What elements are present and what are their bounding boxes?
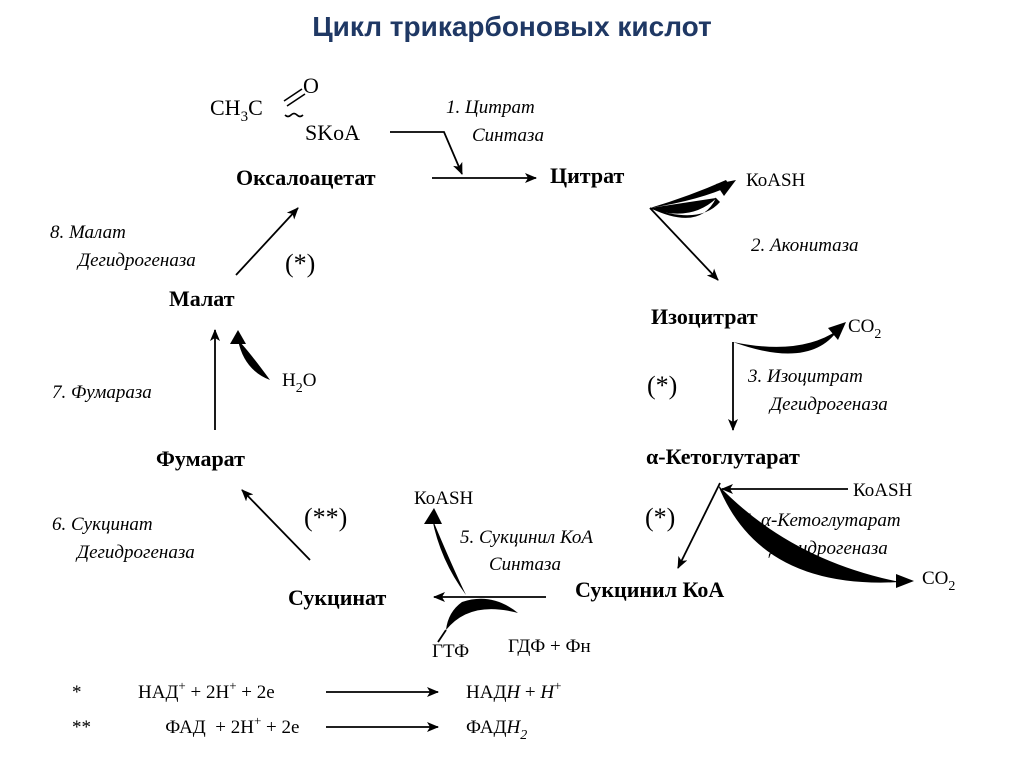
enzyme-1-line2: Синтаза: [472, 125, 544, 146]
label-co2-2: CO2: [922, 568, 955, 594]
svg-text:CH3C: CH3C: [210, 95, 263, 125]
arrow-malate-oxaloacetate: [235, 207, 299, 276]
metabolite-succinate: Сукцинат: [288, 585, 386, 610]
label-h2o: H2O: [282, 370, 316, 396]
enzyme-6-line2: Дегидрогеназа: [75, 542, 195, 563]
mark-succinate-dh: (**): [304, 503, 347, 532]
enzyme-3: 3. Изоцитрат Дегидрогеназа: [747, 366, 888, 415]
label-gdp: ГДФ + Фн: [508, 636, 591, 657]
enzyme-5-line1: 5. Сукцинил КоА: [460, 527, 593, 548]
arrow-citrate-isocitrate: [649, 207, 719, 281]
legend-row-fad: ** ФАД + 2H+ + 2e ФАДH2: [72, 713, 527, 743]
metabolite-succinyl-coa: Сукцинил КоА: [575, 577, 724, 602]
enzyme-3-line1: 3. Изоцитрат: [747, 366, 863, 387]
enzyme-2-line1: 2. Аконитаза: [751, 235, 859, 256]
enzyme-7-line1: 7. Фумараза: [52, 382, 152, 403]
enzyme-8: 8. Малат Дегидрогеназа: [50, 222, 196, 271]
enzyme-6-line1: 6. Сукцинат: [52, 514, 153, 535]
label-gtp: ГТФ: [432, 641, 469, 662]
metabolite-alpha-ketoglutarate: α-Кетоглутарат: [646, 444, 800, 469]
legend-left-2: ФАД + 2H+ + 2e: [132, 713, 323, 738]
metabolite-malate: Малат: [169, 286, 235, 311]
arrow-ketoglutarate-succinylcoa: [677, 482, 721, 569]
page-title: Цикл трикарбоновых кислот: [312, 11, 712, 42]
enzyme-7: 7. Фумараза: [52, 382, 152, 403]
legend-right-1: НАДH + H+: [466, 678, 561, 703]
side-reactions: [230, 180, 914, 643]
enzyme-4: 4. α-Кетоглутарат Дегидрогеназа: [742, 510, 901, 559]
enzyme-1-line1: 1. Цитрат: [446, 97, 535, 118]
label-co2-1: CO2: [848, 316, 881, 342]
acetyl-ch: CH: [210, 95, 241, 120]
acetyl-o: O: [303, 73, 319, 98]
legend-row-nad: * НАД+ + 2H+ + 2e НАДH + H+: [72, 678, 561, 703]
label-koash-2: КоASH: [853, 480, 913, 501]
legend-mark-1: *: [72, 682, 82, 703]
crescent-h2o: [238, 340, 270, 380]
metabolite-citrate: Цитрат: [550, 163, 625, 188]
enzyme-3-line2: Дегидрогеназа: [768, 394, 888, 415]
acetyl-coa-structure: CH3C O SKoA: [210, 73, 463, 175]
metabolite-isocitrate: Изоцитрат: [651, 304, 758, 329]
enzyme-5-line2: Синтаза: [489, 554, 561, 575]
crescent-koash-1: [650, 180, 730, 218]
label-koash-1: КоASH: [746, 170, 806, 191]
enzyme-5: 5. Сукцинил КоА Синтаза: [460, 527, 593, 575]
crescent-co2-2: [718, 485, 900, 583]
legend-left-1: НАД+ + 2H+ + 2e: [138, 678, 275, 703]
enzyme-8-line1: 8. Малат: [50, 222, 126, 243]
acetyl-c: C: [248, 95, 263, 120]
mark-isocitrate-dh: (*): [647, 371, 677, 400]
enzyme-1: 1. Цитрат Синтаза: [446, 97, 544, 146]
acetyl-skoa: SKoA: [305, 120, 360, 145]
metabolite-fumarate: Фумарат: [156, 446, 245, 471]
label-koash-3: КоASH: [414, 488, 474, 509]
arrow-succinate-fumarate: [241, 489, 311, 561]
mark-malate-dh: (*): [285, 249, 315, 278]
mark-ketoglutarate-dh: (*): [645, 503, 675, 532]
enzyme-2: 2. Аконитаза: [751, 235, 859, 256]
enzyme-4-line1: 4. α-Кетоглутарат: [742, 510, 901, 531]
legend-right-2: ФАДH2: [466, 717, 527, 743]
crescent-co2-1: [733, 330, 838, 354]
legend-mark-2: **: [72, 717, 91, 738]
cycle-arrows: [210, 173, 738, 602]
crescent-gdp-gtp: [446, 598, 518, 630]
enzyme-8-line2: Дегидрогеназа: [76, 250, 196, 271]
acetyl-sub3: 3: [241, 109, 249, 125]
enzyme-6: 6. Сукцинат Дегидрогеназа: [52, 514, 195, 563]
metabolite-oxaloacetate: Оксалоацетат: [236, 165, 376, 190]
